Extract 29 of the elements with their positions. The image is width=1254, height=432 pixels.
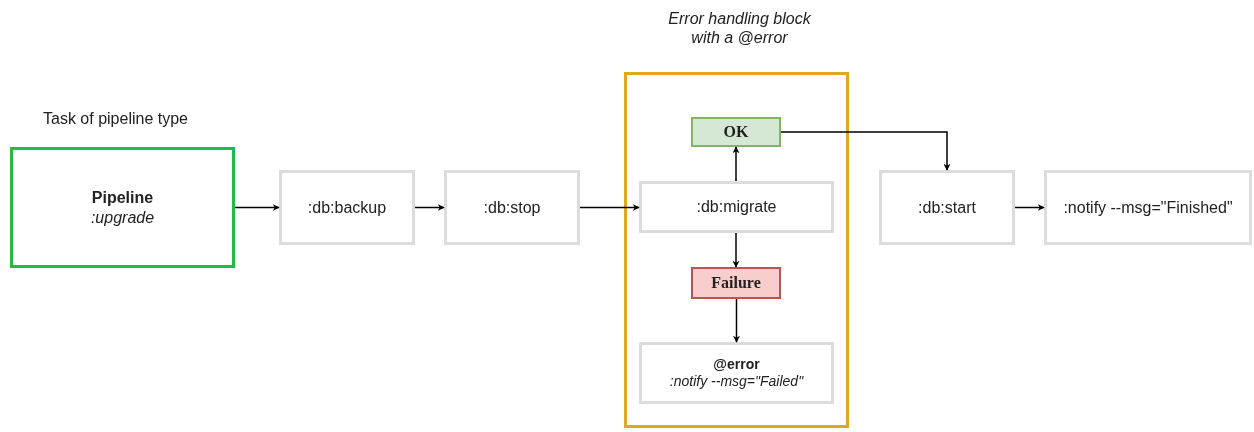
node-label: :db:backup — [307, 197, 387, 218]
arrow — [732, 146, 740, 182]
heading: Task of pipeline type — [43, 110, 188, 128]
arrow — [733, 298, 740, 343]
node-title: @error — [713, 355, 760, 373]
process-box — [639, 342, 834, 404]
arrow — [780, 131, 951, 171]
status-box — [691, 117, 781, 147]
process-box — [879, 170, 1015, 245]
arrow — [1014, 204, 1045, 211]
process-box — [1044, 170, 1252, 245]
arrow — [414, 204, 445, 211]
node-label: :db:stop — [483, 197, 541, 218]
node-subtitle: :notify --msg="Failed" — [669, 373, 804, 391]
process-box — [279, 170, 415, 245]
group-title: Error handling block with a @error — [667, 9, 812, 48]
node-label: Failure — [711, 273, 761, 293]
process-box — [444, 170, 580, 245]
status-box — [691, 267, 781, 299]
process-box — [639, 181, 834, 233]
arrow — [234, 204, 280, 211]
arrow — [579, 204, 640, 211]
node-label: :db:migrate — [696, 197, 777, 217]
node-title: Pipeline — [91, 187, 154, 208]
node-label: :notify --msg="Finished" — [1063, 197, 1233, 218]
node-subtitle: :upgrade — [90, 207, 155, 228]
node-label: OK — [723, 122, 749, 142]
arrow — [732, 232, 740, 268]
node-label: :db:start — [918, 197, 976, 218]
